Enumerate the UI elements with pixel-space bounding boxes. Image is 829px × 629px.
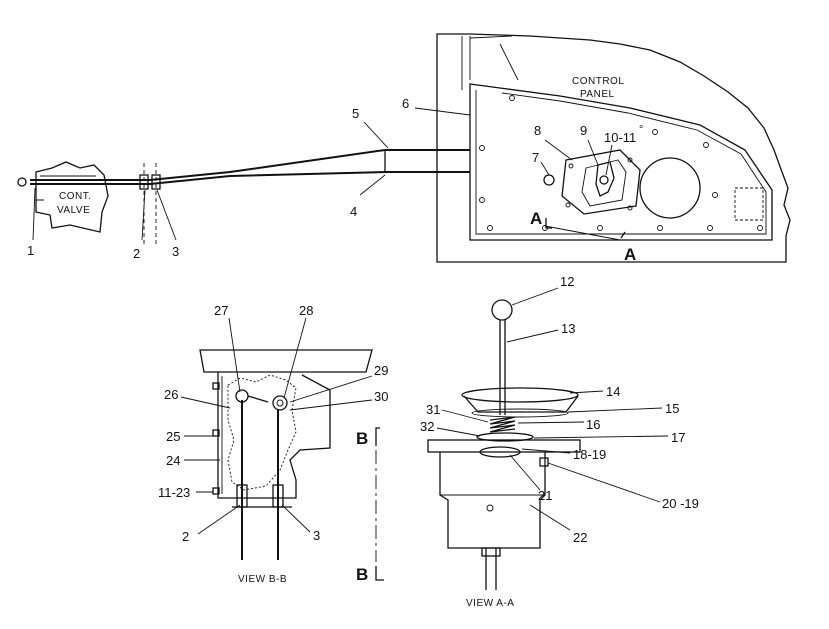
housing-cutaway-outline — [436, 33, 791, 263]
rod-4 — [30, 171, 470, 185]
section-b-label-bottom: B — [356, 565, 368, 584]
callout-3: 3 — [172, 244, 179, 259]
lever-knob — [491, 299, 513, 321]
callout-28: 28 — [299, 303, 313, 318]
callout-2-bb: 2 — [182, 529, 189, 544]
view-aa-caption: VIEW A-A — [466, 598, 514, 609]
shift-lever-plate — [561, 149, 641, 215]
washer-17 — [476, 432, 534, 442]
callout-18-19: 18-19 — [573, 447, 606, 462]
control-panel-assembly — [436, 33, 791, 263]
callout-22: 22 — [573, 530, 587, 545]
spring-16 — [489, 416, 516, 433]
lever-shaft — [499, 320, 506, 415]
callout-3-bb: 3 — [313, 528, 320, 543]
callout-14: 14 — [606, 384, 620, 399]
section-a-label-top: A — [530, 209, 542, 228]
view-b-b: 27 28 29 30 26 25 24 11-23 2 3 VIEW B-B — [158, 303, 388, 585]
plate-15 — [471, 408, 569, 418]
linkage-rods — [17, 149, 470, 245]
panel-screws — [479, 95, 763, 231]
section-a-line — [544, 225, 621, 241]
section-b-label-top: B — [356, 429, 368, 448]
right-cover-outline — [734, 187, 764, 221]
callout-7: 7 — [532, 150, 539, 165]
callout-15: 15 — [665, 401, 679, 416]
valve-housing-22 — [439, 452, 546, 549]
callout-8: 8 — [534, 123, 541, 138]
callout-1: 1 — [27, 243, 34, 258]
callout-29: 29 — [374, 363, 388, 378]
callout-11-23: 11-23 — [158, 485, 190, 500]
control-panel-label-1: CONTROL — [572, 76, 624, 87]
cont-valve-label-1: CONT. — [59, 191, 92, 202]
callout-2: 2 — [133, 246, 140, 261]
section-a-label-bottom: A — [624, 245, 636, 264]
mount-plate — [427, 439, 581, 453]
callout-30: 30 — [374, 389, 388, 404]
callout-6: 6 — [402, 96, 409, 111]
view-bb-frame — [217, 372, 331, 499]
callout-31: 31 — [426, 402, 440, 417]
panel-plate-inner — [475, 90, 767, 235]
callout-21: 21 — [538, 488, 552, 503]
valve-stem — [485, 548, 497, 590]
control-valve — [35, 161, 109, 233]
control-panel-label-2: PANEL — [580, 89, 615, 100]
callout-20-19: 20 -19 — [662, 496, 699, 511]
fitting-7 — [543, 174, 555, 186]
view-a-a: 12 13 14 15 16 17 18-19 20 -19 21 22 31 … — [420, 274, 699, 609]
callout-17: 17 — [671, 430, 685, 445]
rod-end-eye — [17, 177, 27, 187]
callout-10-11-mark: ° — [639, 124, 643, 136]
callout-12: 12 — [560, 274, 574, 289]
section-a-arrow-bottom — [620, 231, 626, 239]
plate-14 — [461, 387, 579, 403]
callout-32: 32 — [420, 419, 434, 434]
rod-5 — [30, 149, 470, 181]
callout-9: 9 — [580, 123, 587, 138]
callout-27: 27 — [214, 303, 228, 318]
callout-4: 4 — [350, 204, 357, 219]
panel-plate — [469, 83, 773, 241]
cont-valve-label-2: VALVE — [57, 205, 90, 216]
view-bb-top-plate — [199, 349, 373, 373]
gauge-opening — [639, 157, 701, 219]
view-bb-caption: VIEW B-B — [238, 574, 287, 585]
view-bb-cutaway — [227, 374, 297, 491]
top-callouts: 1 2 3 4 5 6 7 8 9 10-11 ° CONTROL PANEL … — [27, 76, 643, 264]
clamp-2-3 — [139, 163, 161, 245]
callout-13: 13 — [561, 321, 575, 336]
callout-5: 5 — [352, 106, 359, 121]
section-b-indicator: B B — [356, 427, 384, 584]
callout-24: 24 — [166, 453, 180, 468]
callout-25: 25 — [166, 429, 180, 444]
callout-26: 26 — [164, 387, 178, 402]
lever-pivot-right — [272, 395, 288, 411]
housing-inner-edge — [461, 35, 519, 90]
section-a-arrow-top — [545, 218, 552, 229]
callout-16: 16 — [586, 417, 600, 432]
callout-10-11: 10-11 — [604, 130, 636, 145]
